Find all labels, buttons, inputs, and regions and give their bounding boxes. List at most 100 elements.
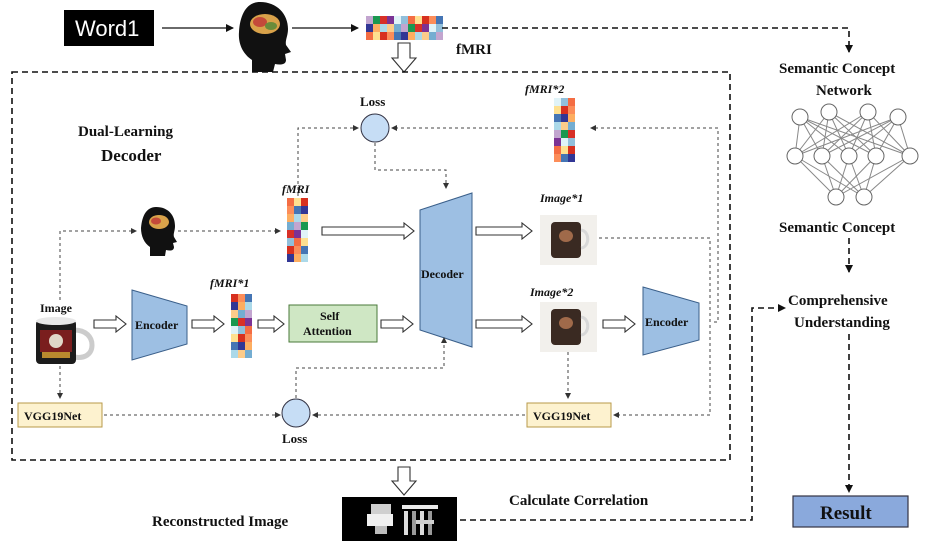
fmri-cell	[380, 24, 387, 32]
fmri1-star-matrix	[231, 294, 252, 358]
encoder-right	[642, 286, 700, 356]
fmri-cell	[231, 342, 238, 350]
self-attention-line2: Attention	[303, 324, 352, 338]
dual-learning-frame	[11, 71, 731, 461]
encoder-left-label: Encoder	[135, 318, 179, 332]
fmri-cell	[245, 302, 252, 310]
fmri-cell	[380, 32, 387, 40]
fmri-cell	[554, 106, 561, 114]
fmri-cell	[373, 24, 380, 32]
fmri-cell	[568, 122, 575, 130]
network-node	[855, 188, 873, 206]
loss-node-bottom	[281, 398, 311, 428]
fmri-cell	[429, 24, 436, 32]
loss-node-top	[360, 113, 390, 143]
fmri-cell	[245, 334, 252, 342]
network-edge	[821, 111, 869, 157]
fmri-cell	[554, 138, 561, 146]
fmri-cell	[408, 16, 415, 24]
fmri-cell	[238, 294, 245, 302]
semantic-network-line1: Semantic Concept	[779, 61, 895, 77]
fmri-cell	[287, 206, 294, 214]
fmri-cell	[408, 24, 415, 32]
fmri-cell	[561, 154, 568, 162]
fmri-cell	[394, 32, 401, 40]
fmri-cell	[366, 16, 373, 24]
mug-image	[36, 317, 95, 364]
network-edge	[794, 111, 830, 157]
fmri-cell	[366, 24, 373, 32]
fmri-cell	[561, 138, 568, 146]
fmri-cell	[231, 318, 238, 326]
network-edge	[848, 116, 899, 157]
fmri-cell	[373, 16, 380, 24]
fmri-cell	[231, 326, 238, 334]
vgg-box-left	[17, 402, 103, 428]
fmri-cell	[287, 230, 294, 238]
network-node	[859, 103, 877, 121]
decoder-label: Decoder	[421, 267, 464, 281]
hollow-arrow-fmri-down	[390, 42, 418, 73]
fmri-cell	[245, 342, 252, 350]
vgg-right-label: VGG19Net	[533, 409, 590, 423]
image1-star-label: Image*1	[539, 191, 583, 205]
fmri-cell	[373, 32, 380, 40]
network-node	[791, 108, 809, 126]
fmri-cell	[294, 206, 301, 214]
fmri-top-matrix	[366, 16, 443, 40]
fmri-cell	[238, 334, 245, 342]
comprehensive-line2: Understanding	[794, 315, 890, 331]
loss-bottom-label: Loss	[282, 431, 307, 446]
fmri-cell	[568, 146, 575, 154]
fmri-cell	[287, 214, 294, 222]
decoder-block	[419, 192, 473, 348]
fmri-cell	[387, 32, 394, 40]
fmri2-star-matrix	[554, 98, 575, 162]
fmri-cell	[287, 238, 294, 246]
fmri-cell	[554, 146, 561, 154]
fmri-cell	[554, 98, 561, 106]
fmri-cell	[301, 222, 308, 230]
reconstructed-image	[342, 497, 457, 541]
fmri-cell	[387, 24, 394, 32]
network-node	[820, 103, 838, 121]
arrow-fmri-to-network	[442, 27, 853, 53]
fmri-cell	[287, 222, 294, 230]
network-edge	[835, 155, 877, 198]
fmri-cell	[436, 16, 443, 24]
fmri-cell	[294, 246, 301, 254]
fmri-cell	[287, 246, 294, 254]
image1-star-photo	[540, 215, 597, 265]
semantic-network-graph	[786, 103, 919, 206]
image2-star-photo	[540, 302, 597, 352]
fmri-cell	[287, 198, 294, 206]
fmri-cell	[429, 16, 436, 24]
encoder-right-label: Encoder	[645, 315, 689, 329]
fmri-cell	[301, 246, 308, 254]
fmri-cell	[231, 302, 238, 310]
fmri-cell	[568, 114, 575, 122]
self-attention-box	[288, 304, 378, 343]
fmri-cell	[561, 122, 568, 130]
network-edge	[835, 155, 911, 198]
network-node	[867, 147, 885, 165]
fmri-cell	[387, 16, 394, 24]
network-edge	[867, 111, 911, 157]
fmri-cell	[394, 24, 401, 32]
fmri-cell	[245, 350, 252, 358]
network-edge	[794, 116, 899, 157]
image2-star-label: Image*2	[529, 285, 573, 299]
fmri-cell	[294, 214, 301, 222]
result-label: Result	[820, 503, 872, 524]
fmri-cell	[245, 294, 252, 302]
fmri-cell	[294, 230, 301, 238]
fmri-cell	[554, 114, 561, 122]
head-brain-icon-inner	[141, 207, 177, 256]
self-attention-line1: Self	[320, 309, 340, 323]
fmri-cell	[238, 342, 245, 350]
fmri-cell	[408, 32, 415, 40]
fmri-cell	[436, 24, 443, 32]
network-edge	[794, 155, 837, 198]
fmri-cell	[401, 32, 408, 40]
fmri-mid-matrix	[287, 198, 308, 262]
